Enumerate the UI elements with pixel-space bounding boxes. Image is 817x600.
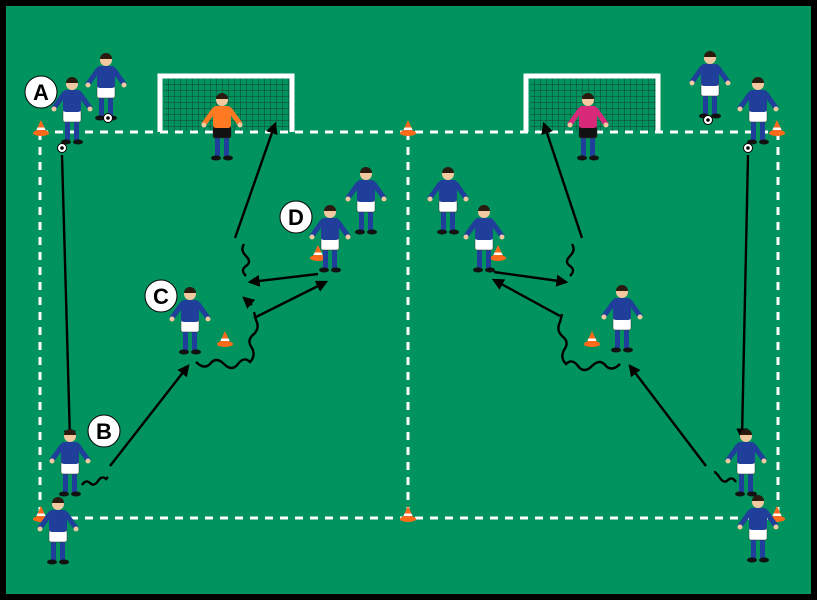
shot-arrow (233, 121, 278, 239)
field-markings (38, 130, 780, 520)
pass-arrow (60, 154, 76, 443)
ball-icon (743, 143, 753, 153)
movement-arrows (60, 121, 750, 486)
cone-icon (400, 506, 416, 522)
shot-arrow (541, 121, 584, 239)
pass-arrow (109, 364, 190, 467)
pass-arrow (493, 270, 569, 287)
pass-arrow (736, 154, 750, 441)
player-icon (49, 429, 91, 497)
pass-arrow (253, 280, 329, 320)
label-b-text: B (96, 419, 112, 444)
label-d-text: D (288, 205, 304, 230)
goalkeeper-icon (567, 93, 609, 161)
cone-icon (33, 120, 49, 136)
balls (57, 113, 753, 153)
player-icon (169, 287, 211, 355)
pass-arrow (247, 272, 319, 287)
player-icon (737, 77, 779, 145)
cone-icon (400, 120, 416, 136)
dribble-path (195, 311, 259, 370)
player-icon (37, 497, 79, 565)
dribble-path (557, 313, 621, 372)
label-c-text: C (153, 284, 169, 309)
label-a: A (24, 75, 58, 109)
players (37, 51, 779, 565)
dribble-path (713, 470, 737, 483)
ball-icon (103, 113, 113, 123)
player-icon (689, 51, 731, 119)
pass-arrow (491, 278, 561, 318)
label-a-text: A (33, 80, 49, 105)
player-icon (85, 53, 127, 121)
cone-icon (584, 331, 600, 347)
dribble-path (565, 243, 575, 277)
pass-arrow (628, 364, 707, 467)
player-icon (345, 167, 387, 235)
player-icon (51, 77, 93, 145)
cone-icon (490, 245, 506, 261)
goalkeeper-icon (201, 93, 243, 161)
cone-icon (310, 245, 326, 261)
ball-icon (703, 115, 713, 125)
player-icon (725, 429, 767, 497)
player-icon (737, 495, 779, 563)
label-d: D (279, 200, 313, 234)
label-c: C (144, 279, 178, 313)
player-icon (309, 205, 351, 273)
label-b: B (87, 414, 121, 448)
player-icon (463, 205, 505, 273)
ball-icon (57, 143, 67, 153)
player-icon (601, 285, 643, 353)
cone-icon (769, 120, 785, 136)
dribble-path (81, 476, 109, 486)
player-icon (427, 167, 469, 235)
cone-icon (217, 331, 233, 347)
pass-arrow (242, 296, 256, 309)
dribble-path (241, 243, 251, 277)
